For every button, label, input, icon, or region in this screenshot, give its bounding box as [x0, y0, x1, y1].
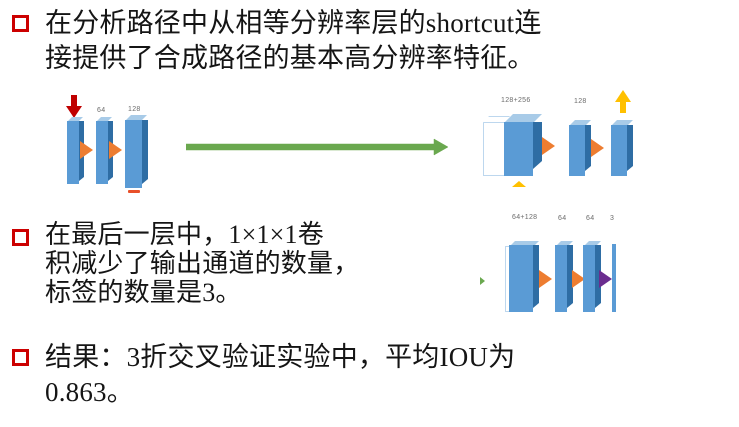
bullet-text-2: 在最后一层中，1×1×1卷 积减少了输出通道的数量， 标签的数量是3。	[45, 220, 360, 308]
yellow-up-arrow-bottom-icon	[512, 181, 526, 187]
bullet-item-3: 结果：3折交叉验证实验中，平均IOU为 0.863。	[12, 340, 712, 409]
final-connector-arrow-2	[572, 270, 585, 288]
synthesis-path-diagram: 128+256 128	[468, 88, 688, 198]
synthesis-label-128-256: 128+256	[501, 97, 531, 104]
purple-arrow-icon	[599, 270, 612, 288]
bullet-square-icon	[12, 15, 29, 32]
final-layer-diagram: 64+128 64 64 3	[450, 214, 680, 314]
final-connector-arrow-1	[539, 270, 552, 288]
green-arrow-marker-icon	[480, 277, 485, 285]
green-process-arrow-icon	[186, 137, 448, 159]
bullet-item-1: 在分析路径中从相等分辨率层的shortcut连 接提供了合成路径的基本高分辨率特…	[12, 6, 712, 75]
analysis-connector-arrow-2	[109, 141, 122, 159]
yellow-up-arrow-icon	[615, 90, 631, 114]
bullet-text-3: 结果：3折交叉验证实验中，平均IOU为 0.863。	[45, 342, 516, 407]
synthesis-connector-arrow-2	[591, 139, 604, 157]
final-label-64-b: 64	[586, 215, 595, 222]
final-label-64-128: 64+128	[512, 214, 538, 221]
analysis-label-64: 64	[97, 107, 106, 114]
analysis-connector-arrow-1	[80, 141, 93, 159]
final-label-64-a: 64	[558, 215, 567, 222]
analysis-label-128: 128	[128, 106, 141, 113]
analysis-path-diagram: 64 128	[40, 95, 200, 193]
synthesis-connector-arrow-1	[542, 137, 555, 155]
bullet-square-icon	[12, 349, 29, 366]
final-label-3: 3	[610, 215, 615, 222]
red-tick-marker-icon	[128, 190, 140, 193]
synthesis-label-128: 128	[574, 98, 587, 105]
red-down-arrow-icon	[66, 95, 82, 119]
bullet-square-icon	[12, 229, 29, 246]
bullet-text-1: 在分析路径中从相等分辨率层的shortcut连 接提供了合成路径的基本高分辨率特…	[45, 8, 542, 73]
bullet-item-2: 在最后一层中，1×1×1卷 积减少了输出通道的数量， 标签的数量是3。	[12, 220, 432, 307]
